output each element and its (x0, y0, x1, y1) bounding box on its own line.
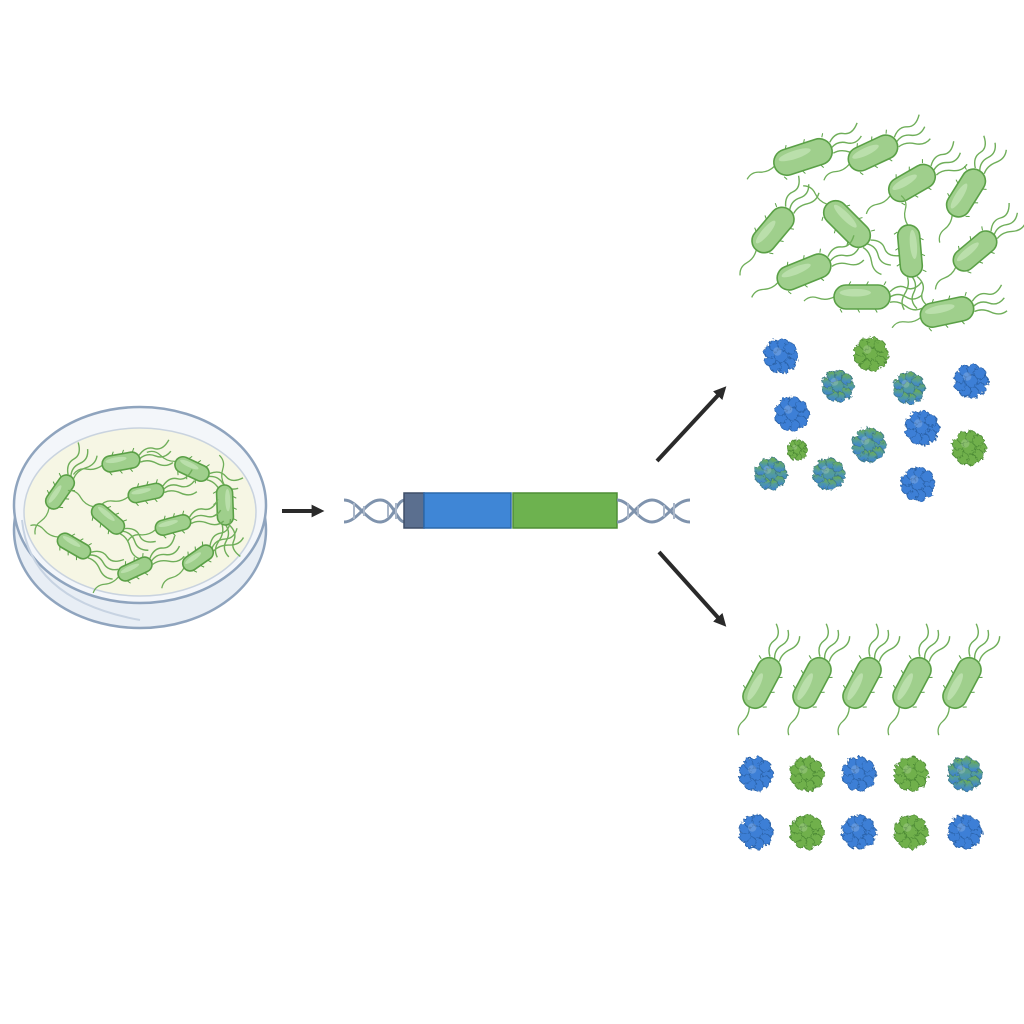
protein-aggregate-icon (893, 814, 929, 850)
gene-segment-green (512, 492, 618, 529)
protein-aggregate-icon (841, 756, 877, 792)
bacterium-icon (92, 535, 185, 594)
protein-aggregate-icon (893, 371, 926, 405)
protein-aggregate-icon (813, 457, 846, 491)
bacterium-icon (787, 623, 851, 736)
bacterium-icon (887, 623, 951, 736)
dna-helix-right (616, 498, 691, 524)
bacterium-icon (893, 195, 931, 311)
bacterium-icon (937, 623, 1001, 736)
protein-aggregate-icon (947, 814, 983, 850)
arrow-upper-branch (655, 386, 727, 463)
bacterium-icon (127, 498, 225, 542)
bacterium-icon (934, 202, 1024, 290)
bacterium-icon (751, 235, 865, 298)
protein-aggregate-icon (947, 756, 983, 792)
protein-aggregate-icon (789, 756, 825, 792)
bacterium-icon (30, 524, 125, 580)
protein-aggregate-icon (904, 410, 940, 446)
bacterium-icon (803, 185, 901, 276)
protein-aggregate-icon (738, 756, 774, 792)
bacterium-icon (212, 454, 241, 558)
bacterium-icon (938, 135, 1007, 243)
bacterium-icon (823, 114, 931, 181)
bacterium-icon (746, 122, 867, 180)
bacterium-icon (837, 623, 901, 736)
protein-aggregate-icon (738, 814, 774, 850)
protein-aggregate-icon (953, 363, 989, 399)
protein-aggregate-icon (822, 369, 855, 403)
protein-aggregate-icon (851, 427, 887, 463)
protein-aggregate-icon (763, 338, 799, 374)
protein-aggregate-icon (951, 430, 987, 466)
upper-bacteria-cluster (739, 114, 1024, 332)
protein-aggregate-icon (853, 336, 889, 372)
bacterium-icon (737, 623, 801, 736)
protein-aggregate-icon (755, 457, 788, 491)
bacterium-icon (865, 141, 968, 215)
bacterium-icon (803, 281, 923, 313)
bacterium-icon (99, 469, 198, 508)
protein-aggregate-icon (900, 466, 936, 502)
protein-aggregate-icon (789, 814, 825, 850)
dna-construct-icon (343, 492, 691, 529)
bacterium-icon (891, 284, 1008, 332)
protein-aggregate-icon (841, 814, 877, 850)
protein-aggregate-icon (774, 396, 810, 432)
dna-helix-left (343, 498, 406, 524)
protein-aggregate-icon (893, 756, 929, 792)
upper-protein-cluster (755, 336, 989, 502)
bacterium-icon (67, 489, 156, 560)
promoter-segment (403, 492, 425, 529)
protein-aggregate-icon (786, 439, 808, 461)
lower-protein-grid (738, 756, 983, 850)
petri-dish-icon (12, 405, 268, 630)
lower-bacteria-row (737, 623, 1001, 736)
bacterium-icon (34, 442, 98, 535)
dish-bacteria (30, 439, 245, 594)
bacterium-icon (72, 439, 174, 476)
gene-segment-blue (423, 492, 512, 529)
arrow-lower-branch (657, 550, 727, 627)
bacterium-icon (161, 518, 245, 589)
